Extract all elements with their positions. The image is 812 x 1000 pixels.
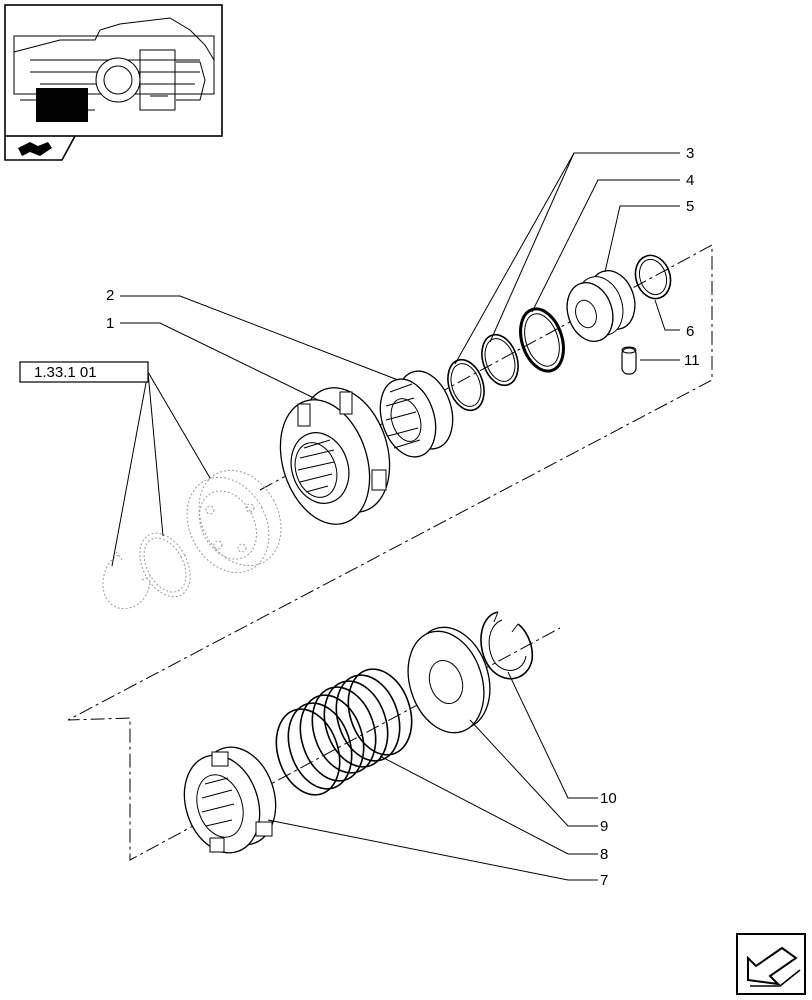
callout-1: 1 — [106, 315, 114, 332]
reference-label: 1.33.1 01 — [34, 364, 97, 381]
callout-7: 7 — [600, 872, 608, 889]
part-6-retaining-ring[interactable] — [630, 251, 676, 303]
callout-10: 10 — [600, 790, 617, 807]
part-1-gear-hub[interactable] — [265, 376, 404, 536]
next-page-arrow-icon[interactable] — [736, 933, 806, 995]
leader-lines — [111, 152, 680, 881]
part-11-pin[interactable] — [621, 346, 637, 375]
callout-11: 11 — [684, 352, 700, 369]
callout-3: 3 — [686, 145, 694, 162]
callout-5: 5 — [686, 198, 694, 215]
callout-8: 8 — [600, 846, 608, 863]
callout-4: 4 — [686, 172, 694, 189]
part-4-o-ring[interactable] — [513, 303, 571, 376]
assembly-centerline-frame — [67, 244, 713, 861]
reference-link-box[interactable]: 1.33.1 01 — [19, 361, 149, 383]
part-3-seal-ring-b[interactable] — [476, 330, 524, 390]
manual-book-icon[interactable] — [4, 135, 76, 161]
callout-6: 6 — [686, 323, 694, 340]
callout-9: 9 — [600, 818, 608, 835]
part-3-seal-ring-a[interactable] — [442, 355, 490, 415]
part-5-piston[interactable] — [560, 265, 642, 348]
callout-2: 2 — [106, 287, 114, 304]
part-8-springs[interactable] — [266, 661, 422, 803]
reference-group-parts — [102, 469, 282, 610]
assembly-location-thumbnail[interactable] — [4, 4, 223, 137]
part-7-coupling-sleeve[interactable] — [172, 737, 287, 862]
part-10-circlip[interactable] — [480, 611, 534, 680]
part-2-splined-sleeve[interactable] — [371, 364, 462, 464]
part-9-thrust-washer[interactable] — [396, 617, 503, 742]
